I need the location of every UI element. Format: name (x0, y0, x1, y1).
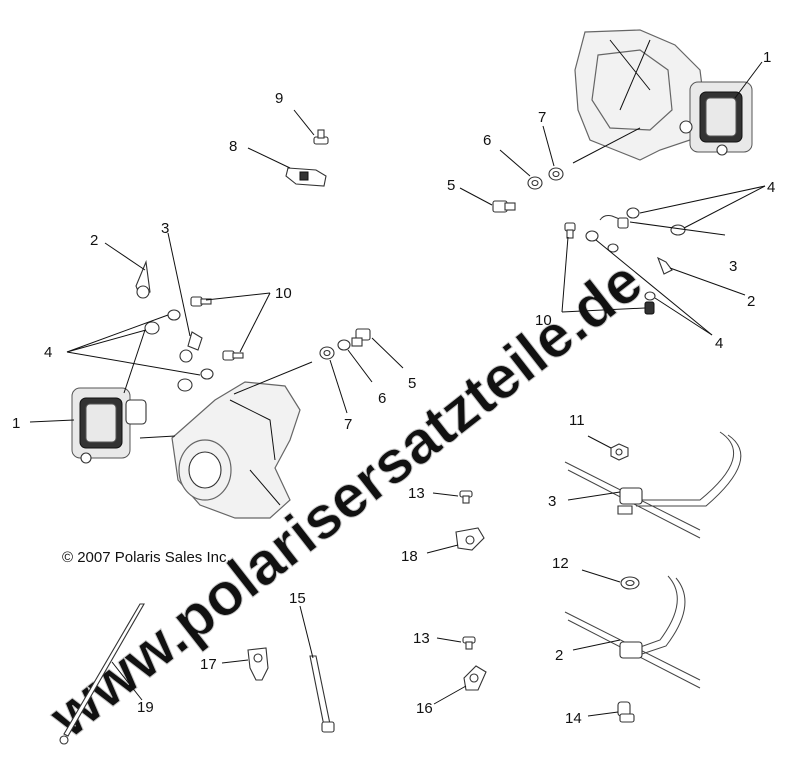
callout-3-left: 3 (161, 220, 169, 237)
callout-3-cable: 3 (548, 493, 556, 510)
callout-1-left: 1 (12, 415, 20, 432)
callout-15: 15 (289, 590, 306, 607)
callout-2-right: 2 (747, 293, 755, 310)
callout-10-left: 10 (275, 285, 292, 302)
callout-11: 11 (569, 412, 585, 429)
nut-11-icon (610, 443, 629, 461)
callout-14: 14 (565, 710, 582, 727)
callout-3-right: 3 (729, 258, 737, 275)
callout-17: 17 (200, 656, 217, 673)
bolt-9-icon (313, 129, 329, 145)
callout-9: 9 (275, 90, 283, 107)
callout-6-right: 6 (483, 132, 491, 149)
left-hardware (135, 259, 371, 392)
callout-13-a: 13 (408, 485, 425, 502)
screw-13a-icon (459, 490, 473, 504)
cable-routing-2 (564, 575, 701, 689)
callout-19: 19 (137, 699, 154, 716)
callout-6-left: 6 (378, 390, 386, 407)
watermark-text: www.polarisersatzteile.de (36, 247, 654, 751)
callout-5-left: 5 (408, 375, 416, 392)
cable-routing-3 (564, 431, 742, 539)
callout-18: 18 (401, 548, 418, 565)
callout-2-left: 2 (90, 232, 98, 249)
callout-4-right-b: 4 (715, 335, 723, 352)
callout-7-left: 7 (344, 416, 352, 433)
screw-13b-icon (462, 636, 476, 650)
callout-1-right: 1 (763, 49, 771, 66)
callout-12: 12 (552, 555, 569, 572)
callout-8: 8 (229, 138, 237, 155)
left-brake-caliper (71, 387, 147, 464)
copyright-text: © 2007 Polaris Sales Inc. (62, 549, 231, 566)
callout-7-right: 7 (538, 109, 546, 126)
bolt-14-icon (617, 701, 635, 723)
callout-4-right-a: 4 (767, 179, 775, 196)
clip-18-icon (455, 527, 485, 551)
left-steering-knuckle (171, 381, 301, 519)
callout-13-b: 13 (413, 630, 430, 647)
clip-16-icon (463, 665, 487, 691)
clip-17-icon (247, 647, 269, 681)
washer-12-icon (620, 576, 640, 590)
right-brake-caliper (679, 81, 753, 156)
watermark: www.polarisersatzteile.de (35, 247, 654, 752)
callouts: 1 7 6 5 4 3 2 10 4 9 8 2 3 10 4 1 5 6 7 … (12, 49, 775, 727)
callout-10-right: 10 (535, 312, 552, 329)
tie-19-icon (59, 603, 145, 745)
callout-5-right: 5 (447, 177, 455, 194)
bracket-8-icon (285, 167, 327, 187)
callout-4-left: 4 (44, 344, 52, 361)
callout-16: 16 (416, 700, 433, 717)
callout-2-cable: 2 (555, 647, 563, 664)
right-steering-knuckle (574, 29, 706, 161)
right-hardware (492, 167, 686, 315)
tie-15-icon (309, 655, 335, 733)
